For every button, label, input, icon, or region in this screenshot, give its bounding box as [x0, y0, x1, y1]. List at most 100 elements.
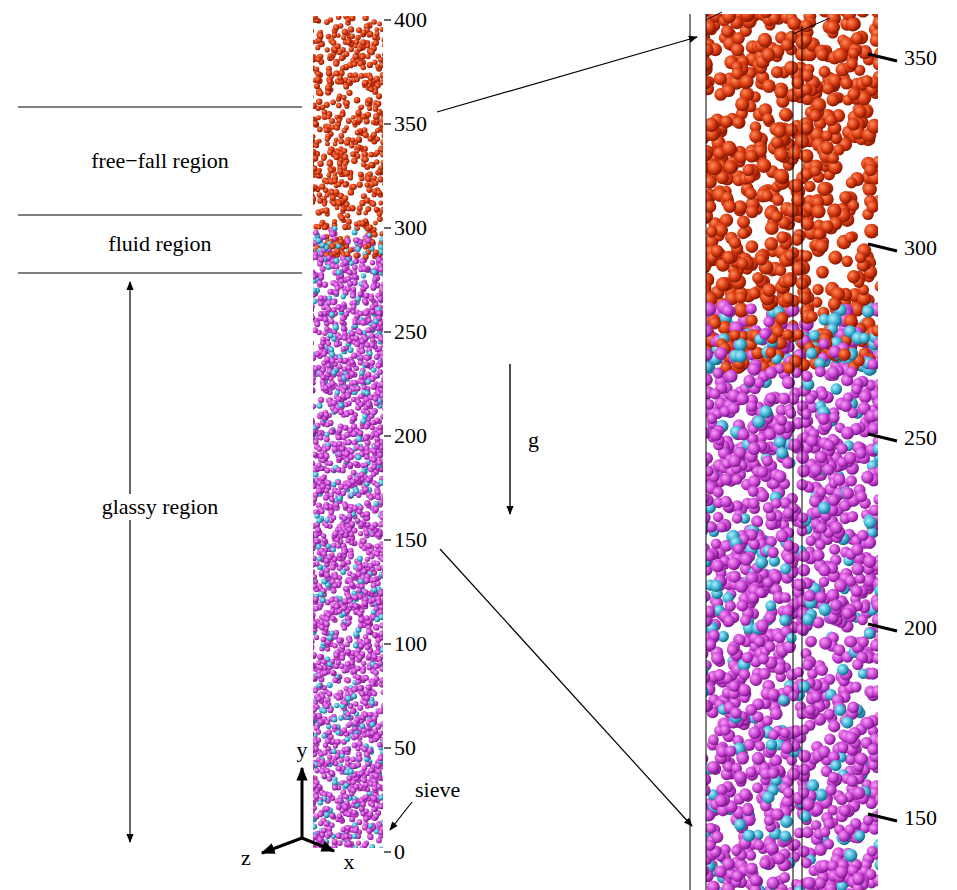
particle — [374, 207, 379, 212]
particle — [336, 16, 341, 20]
particle — [316, 57, 321, 62]
particle — [368, 152, 374, 158]
particle — [371, 19, 377, 25]
particle — [313, 612, 316, 618]
particle — [317, 161, 323, 167]
particle — [379, 27, 383, 32]
particle — [349, 143, 354, 148]
particle — [362, 80, 368, 86]
particle — [373, 670, 379, 676]
particle — [346, 79, 351, 84]
particle — [356, 136, 362, 142]
particle — [357, 741, 363, 747]
particle — [342, 182, 348, 188]
particle — [330, 615, 336, 621]
particle — [373, 40, 379, 46]
particle — [331, 749, 336, 754]
particle — [346, 439, 351, 444]
particle — [325, 141, 330, 146]
particle — [346, 90, 352, 96]
particle — [317, 403, 323, 409]
particle — [322, 196, 327, 201]
particle — [332, 179, 337, 184]
particle — [318, 821, 323, 826]
particle — [339, 55, 345, 61]
particle — [357, 182, 363, 188]
particle — [346, 286, 351, 291]
particle — [359, 73, 365, 79]
particle — [349, 33, 355, 39]
particle — [376, 93, 382, 99]
particle — [368, 224, 374, 230]
particle — [379, 623, 383, 629]
particle — [315, 76, 322, 83]
particle — [334, 652, 340, 658]
particle — [364, 182, 369, 187]
particle — [317, 192, 323, 198]
particle — [331, 588, 337, 594]
particle — [333, 142, 338, 147]
particle — [373, 221, 378, 226]
particle — [353, 44, 358, 49]
particle — [361, 273, 366, 278]
particle — [334, 189, 340, 195]
particle — [313, 138, 314, 143]
particle — [314, 66, 319, 71]
particle — [379, 147, 383, 152]
particle — [323, 207, 329, 213]
particle — [340, 206, 345, 211]
particle — [343, 425, 348, 430]
particle — [381, 133, 383, 139]
particle — [341, 35, 346, 40]
particle — [343, 181, 349, 187]
particle — [313, 158, 314, 164]
particle — [343, 161, 348, 166]
particle — [358, 355, 364, 361]
particle — [350, 756, 356, 762]
particle — [361, 113, 367, 119]
particle — [322, 202, 327, 207]
particle — [325, 136, 330, 141]
particle — [373, 624, 379, 630]
particle — [358, 105, 363, 110]
particle — [313, 134, 316, 139]
particle — [339, 133, 345, 139]
particle — [322, 331, 327, 336]
particle — [353, 845, 358, 848]
particle — [333, 24, 339, 30]
particle — [379, 631, 383, 637]
particle — [327, 53, 332, 58]
particle — [381, 690, 383, 696]
particle — [341, 294, 346, 299]
particle — [382, 413, 383, 419]
particle — [316, 115, 321, 120]
particle — [358, 172, 364, 178]
particle — [377, 216, 383, 222]
particle — [362, 700, 368, 706]
particle — [364, 118, 370, 124]
particle — [352, 742, 358, 748]
particle — [327, 149, 333, 155]
particle — [350, 708, 356, 714]
particle — [358, 291, 363, 296]
particle — [369, 87, 374, 92]
particle — [378, 145, 383, 151]
particle — [314, 83, 320, 89]
particle — [381, 282, 383, 288]
particle — [317, 33, 324, 40]
particle — [366, 97, 373, 104]
particle — [325, 47, 330, 52]
particle — [361, 65, 366, 70]
particle — [370, 802, 375, 807]
particle — [344, 140, 350, 146]
particle — [316, 99, 322, 105]
particle — [362, 601, 368, 607]
particle — [313, 339, 314, 345]
particle — [379, 614, 383, 619]
particle — [325, 422, 330, 427]
particle — [343, 84, 349, 90]
particle — [313, 556, 317, 562]
particle — [337, 168, 343, 174]
particle — [341, 128, 347, 134]
particle — [347, 507, 353, 513]
